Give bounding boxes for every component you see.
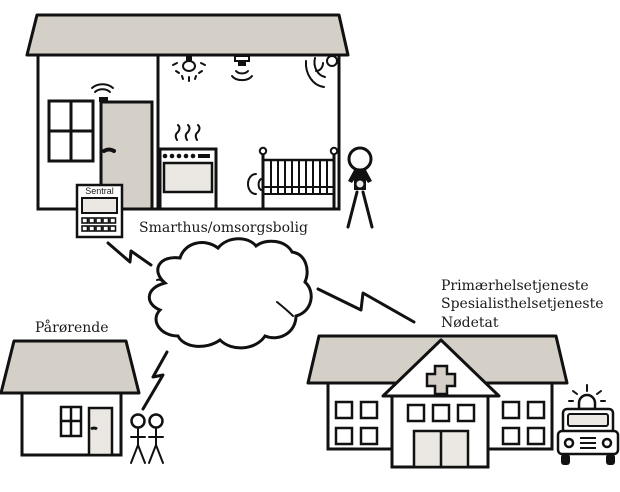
- cot-sensor-icon: [247, 146, 339, 209]
- door-sensor-icon: [91, 83, 114, 102]
- hospital-windows: [334, 400, 546, 446]
- relatives-people-icon: [130, 413, 164, 464]
- motion-detector-icon: [231, 55, 253, 82]
- central-unit: Sentral: [75, 183, 124, 239]
- person-with-alarm-icon: [346, 146, 374, 229]
- door-icon: [87, 406, 114, 457]
- stove-icon: [158, 124, 218, 211]
- wireless-link-smarthouse: [106, 241, 153, 267]
- hospital-entrance-door: [412, 429, 470, 469]
- service-label-emergency: Nødetat: [441, 315, 499, 331]
- wireless-link-services: [316, 287, 416, 324]
- smarthouse-label: Smarthus/omsorgsbolig: [139, 220, 308, 236]
- smart-house: [25, 13, 350, 211]
- hospital: [306, 334, 569, 469]
- service-label-primary: Primærhelsetjeneste: [441, 278, 589, 294]
- emergency-vehicle-icon: [556, 384, 620, 465]
- window-icon: [47, 99, 95, 163]
- relatives-house: [0, 339, 141, 457]
- smart-house-roof: [25, 13, 350, 57]
- network-cloud: [147, 237, 313, 350]
- window-icon: [59, 405, 83, 438]
- service-label-specialist: Spesialisthelsetjeneste: [441, 296, 604, 312]
- smoke-alarm-icon: [304, 55, 338, 88]
- red-cross-icon: [425, 364, 457, 396]
- relatives-label: Pårørende: [35, 319, 109, 336]
- wireless-link-relatives: [141, 350, 169, 411]
- ceiling-light-sensor-icon: [172, 56, 206, 82]
- central-unit-label: Sentral: [85, 186, 114, 196]
